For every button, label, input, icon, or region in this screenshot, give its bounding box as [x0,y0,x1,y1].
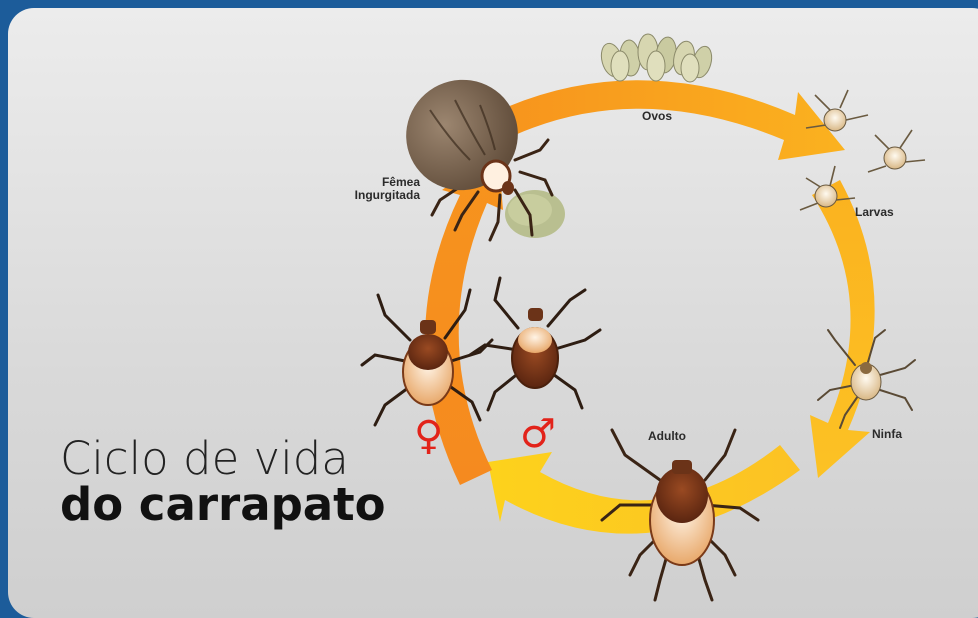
arrow-eggs-to-larvae [500,80,845,160]
title-line-1: Ciclo de vida [60,436,349,481]
label-engorged-female-line-2: Ingurgitada [340,189,420,202]
label-adult: Adulto [648,430,686,443]
arrow-nymph-to-adult [488,445,800,534]
label-engorged-female: Fêmea Ingurgitada [340,176,420,201]
label-nymph: Ninfa [872,428,902,441]
label-eggs: Ovos [642,110,672,123]
arrow-larvae-to-nymph [810,180,875,478]
eggs-illustration [598,34,715,82]
male-symbol: ♂ [520,414,556,454]
title-line-2: do carrapato [60,482,386,527]
label-engorged-female-line-1: Fêmea [340,176,420,189]
female-symbol: ♀ [414,416,443,456]
egg-mass [505,190,565,238]
label-larvae: Larvas [855,206,894,219]
